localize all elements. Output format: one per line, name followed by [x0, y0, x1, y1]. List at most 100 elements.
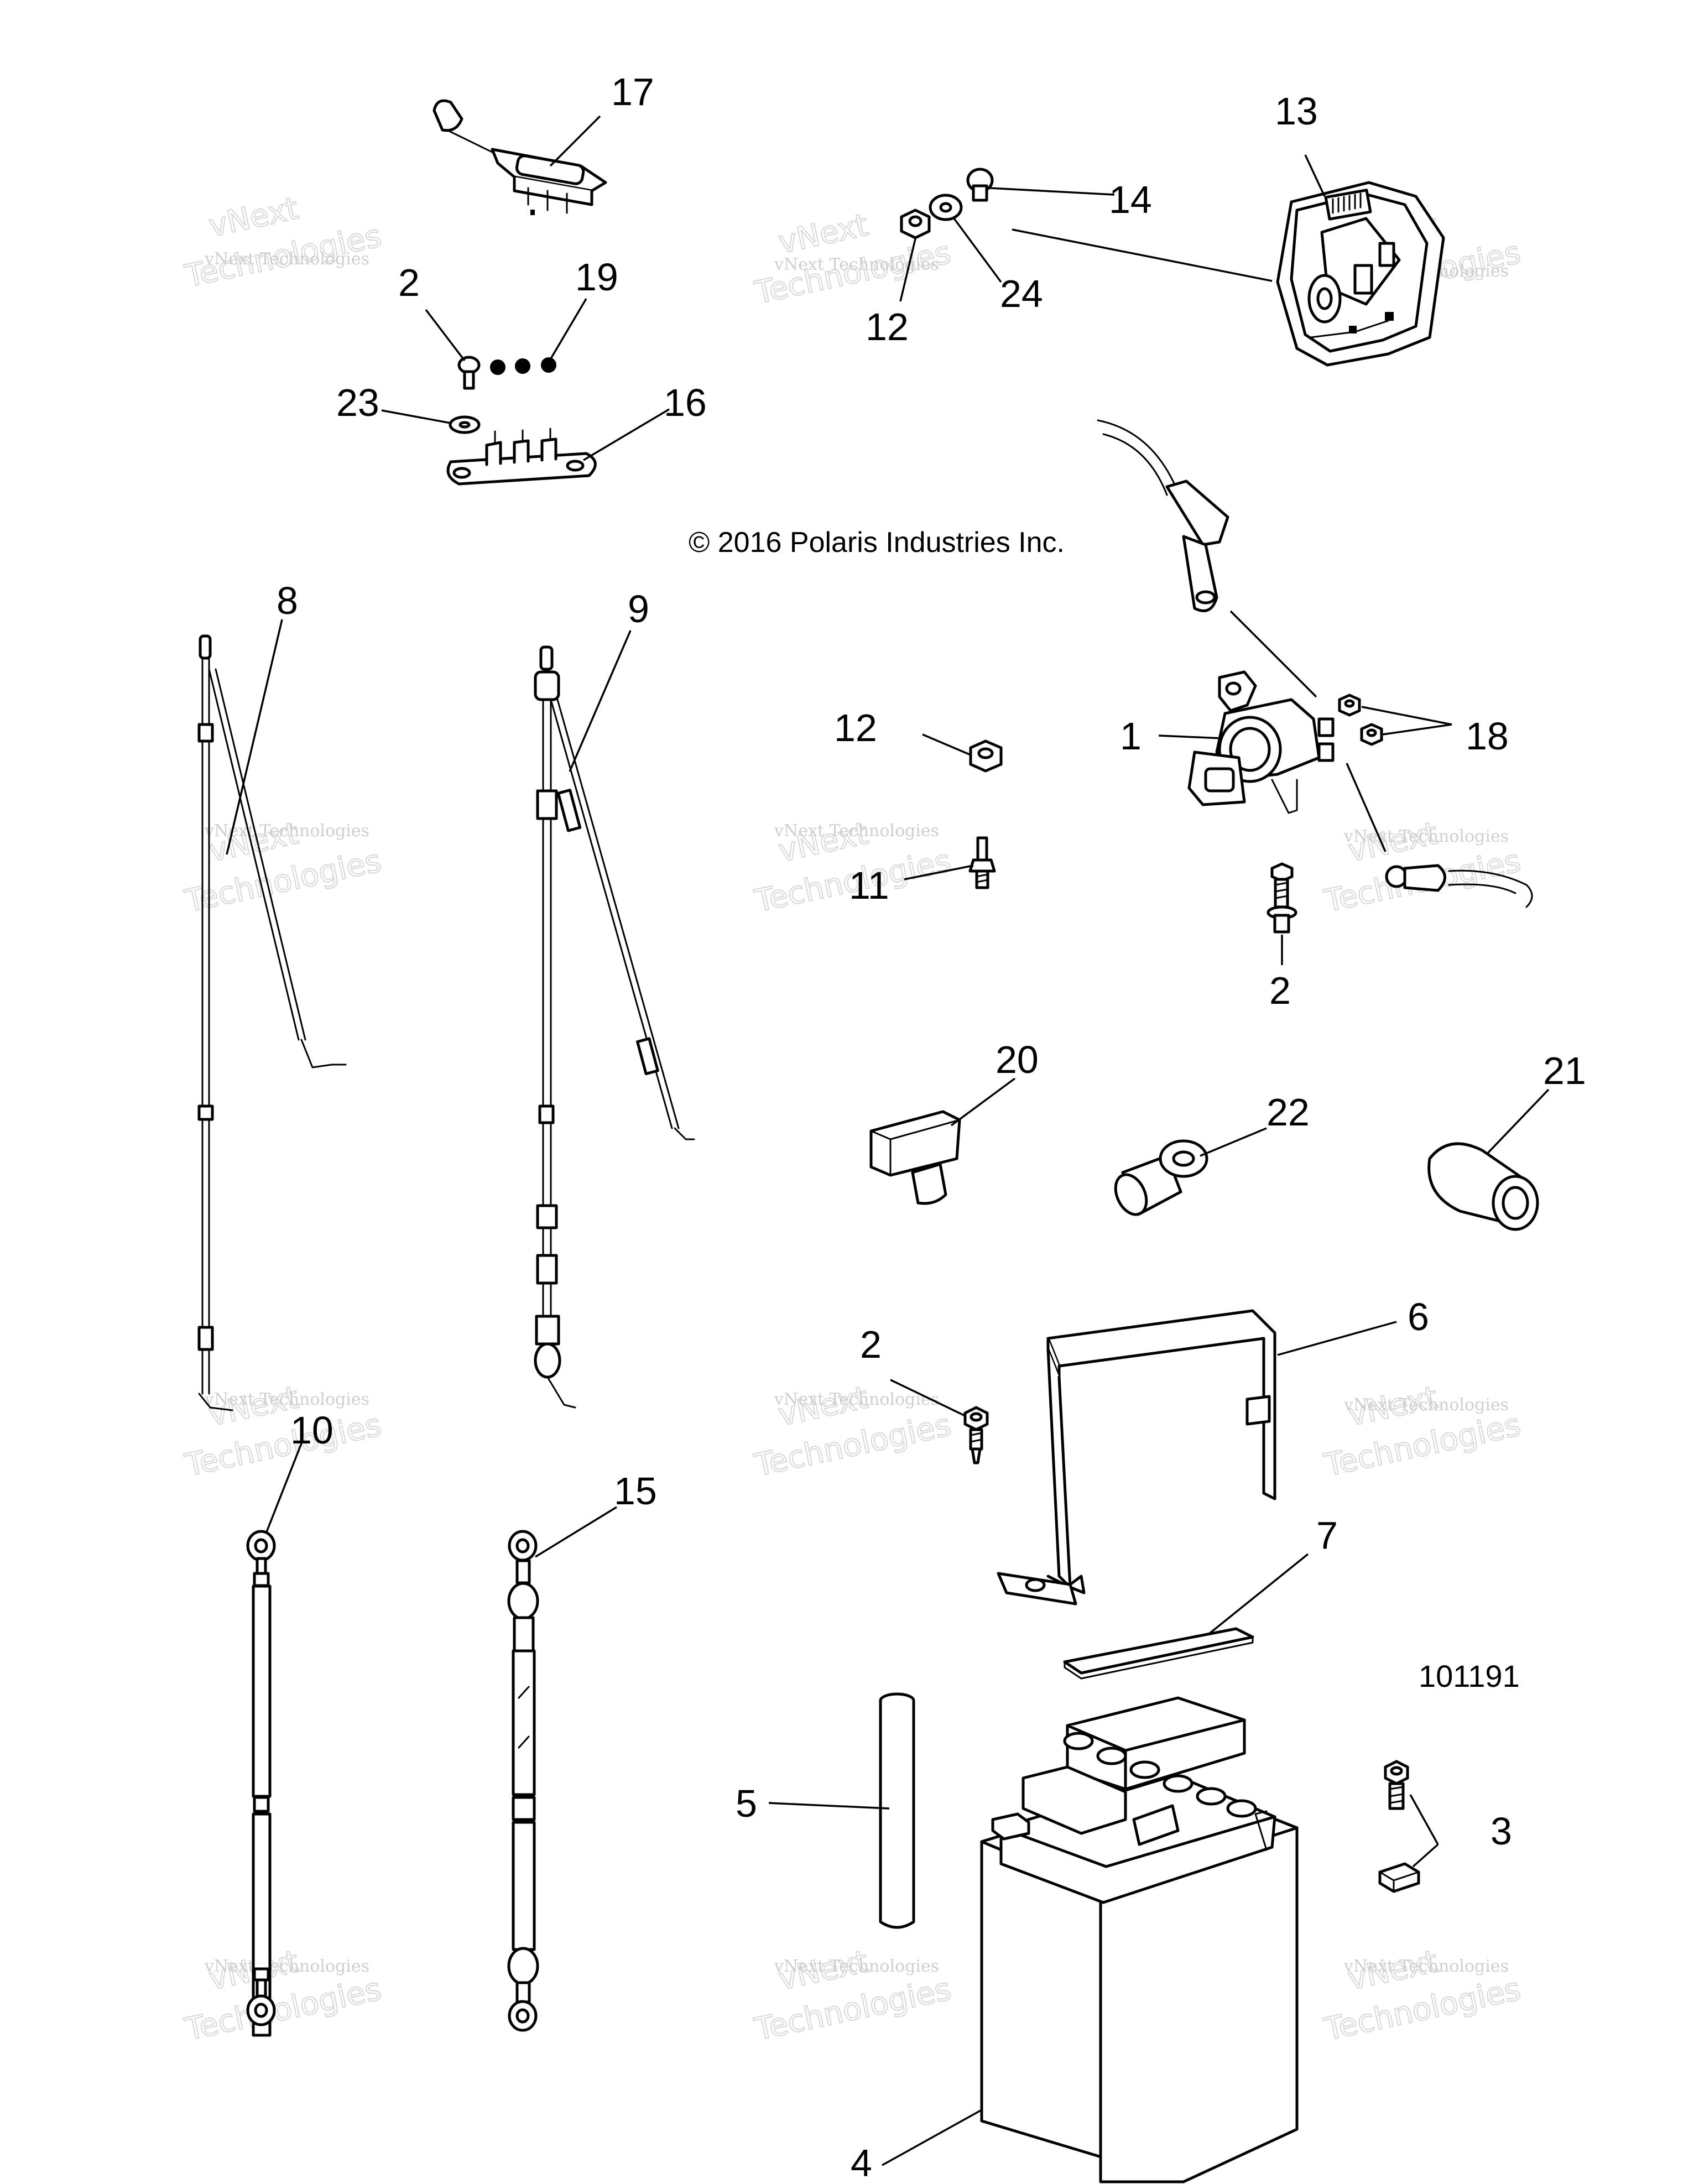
callout-8: 8	[277, 579, 298, 622]
leader-line	[899, 238, 916, 302]
part-1-starter-solenoid[interactable]	[1187, 670, 1335, 814]
part-20-terminal-boot[interactable]	[869, 1110, 961, 1205]
leader-line	[904, 864, 974, 880]
callout-13: 13	[1275, 90, 1318, 133]
leader-line	[1346, 763, 1387, 852]
watermark: vNext Technologies	[1321, 1379, 1524, 1484]
part-2-screw[interactable]	[457, 356, 481, 390]
solenoid-output-cable[interactable]	[1346, 763, 1533, 908]
leader-line	[381, 409, 451, 424]
watermark-text: vNext Technologies	[774, 255, 939, 274]
part-4-battery[interactable]	[980, 1696, 1299, 2183]
part-17-tether-tag[interactable]	[432, 99, 607, 215]
callout-12: 12	[834, 706, 877, 749]
part-10-battery-cable[interactable]	[246, 1530, 276, 2037]
part-11-stud[interactable]	[968, 836, 996, 889]
leader-line	[1229, 610, 1317, 698]
leader-line	[1277, 1321, 1397, 1356]
part-24-washer[interactable]	[929, 194, 963, 221]
watermark: vNext Technologies	[751, 206, 955, 312]
part-2-screw[interactable]	[1267, 862, 1297, 934]
leader-line	[535, 1506, 617, 1558]
callout-17: 17	[611, 70, 654, 113]
part-2-screw[interactable]	[963, 1406, 989, 1464]
part-12-nut[interactable]	[969, 739, 1003, 773]
callout-11: 11	[849, 864, 889, 907]
watermarks: vNext Technologies vNext Technologies vN…	[181, 190, 1524, 2049]
watermark: vNext Technologies	[751, 1943, 955, 2049]
part-21-terminal-boot[interactable]	[1427, 1142, 1539, 1231]
part-15-battery-cable[interactable]	[507, 1530, 539, 2032]
watermark: vNext Technologies	[751, 815, 955, 920]
watermark: vNext Technologies	[181, 1943, 385, 2049]
callout-12: 12	[866, 305, 909, 348]
leader-line	[549, 115, 601, 167]
watermark-text: vNext Technologies	[1343, 1395, 1509, 1415]
part-16-terminal-block[interactable]	[446, 428, 597, 486]
watermark: vNext Technologies	[181, 1379, 385, 1484]
part-8-throttle-cable[interactable]	[197, 634, 347, 1411]
callout-2: 2	[398, 261, 420, 304]
leader-line	[1207, 1553, 1309, 1635]
callout-16: 16	[664, 381, 707, 424]
svg-text:vNext: vNext	[775, 207, 872, 261]
part-22-terminal-boot[interactable]	[1109, 1139, 1208, 1219]
leader-line	[1487, 1088, 1550, 1154]
figure-number: 101191	[1419, 1659, 1520, 1693]
part-23-washer[interactable]	[449, 415, 481, 434]
part-13-relay-box[interactable]	[1276, 181, 1445, 367]
part-3-bolt-and-nut[interactable]	[1378, 1760, 1420, 1893]
leader-line	[569, 630, 632, 772]
callout-15: 15	[614, 1469, 657, 1513]
callout-20: 20	[996, 1038, 1039, 1081]
part-5-vent-tube[interactable]	[879, 1692, 915, 1929]
part-6-battery-strap[interactable]	[997, 1309, 1276, 1606]
leader-line	[1012, 228, 1273, 282]
callout-6: 6	[1408, 1295, 1429, 1338]
callout-24: 24	[1000, 272, 1043, 315]
watermark-text: vNext Technologies	[204, 1390, 369, 1409]
callout-4: 4	[851, 2141, 872, 2184]
part-7-battery-pad[interactable]	[1063, 1627, 1254, 1680]
callout-2: 2	[860, 1323, 882, 1366]
callout-10: 10	[290, 1409, 333, 1452]
callout-23: 23	[336, 381, 379, 424]
part-14-bolt[interactable]	[966, 168, 994, 202]
leader-line	[265, 1443, 303, 1533]
leader-line	[768, 1802, 890, 1810]
callout-22: 22	[1267, 1091, 1310, 1134]
leader-line	[1158, 734, 1223, 739]
callout-9: 9	[628, 587, 649, 630]
leader-line	[890, 1379, 966, 1417]
part-18-nuts[interactable]	[1338, 694, 1383, 746]
leader-line	[1200, 1127, 1267, 1157]
watermark-text: vNext Technologies	[204, 1957, 369, 1976]
leader-line	[1361, 706, 1452, 736]
callout-1: 1	[1120, 715, 1142, 758]
leader-line	[226, 619, 283, 855]
part-12-nut[interactable]	[900, 209, 931, 239]
leader-line	[922, 733, 971, 756]
watermark-text: vNext Technologies	[774, 1957, 939, 1976]
watermark-text: vNext Technologies	[1343, 827, 1509, 846]
svg-text:vNext: vNext	[206, 190, 302, 244]
watermark-text: vNext Technologies	[1343, 1957, 1509, 1976]
leader-line	[549, 298, 587, 360]
leader-line	[1304, 154, 1326, 197]
solenoid-cable[interactable]	[1097, 419, 1229, 612]
leader-line	[882, 2109, 982, 2166]
part-19-nuts[interactable]	[490, 357, 556, 375]
watermark-text: vNext Technologies	[204, 821, 369, 841]
callout-7: 7	[1316, 1514, 1338, 1557]
watermark: vNext Technologies	[181, 190, 385, 295]
callout-21: 21	[1543, 1049, 1586, 1092]
leader-line	[989, 187, 1115, 196]
leader-line	[953, 217, 1002, 283]
copyright-notice: © 2016 Polaris Industries Inc.	[689, 527, 1065, 559]
callout-2: 2	[1269, 969, 1291, 1012]
part-9-choke-cable[interactable]	[534, 645, 695, 1409]
leader-line	[1409, 1794, 1439, 1868]
callout-3: 3	[1490, 1810, 1512, 1853]
